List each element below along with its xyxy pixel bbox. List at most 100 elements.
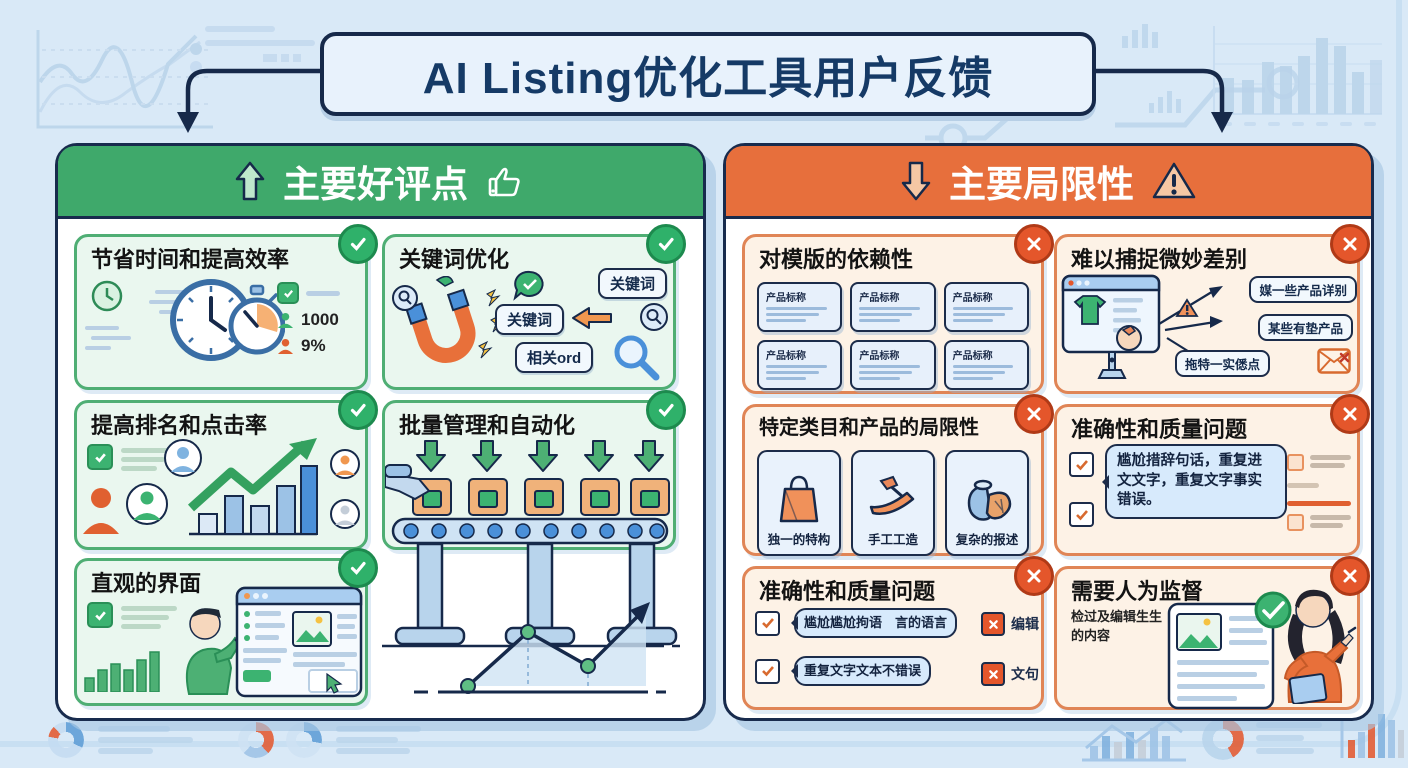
card-template-dependence: 对模版的依赖性 产品标称 产品标称 产品标称 产品标称 产品标称 产品标称	[742, 224, 1054, 394]
page-title-box: AI Listing优化工具用户反馈	[320, 32, 1096, 116]
card-title: 节省时间和提高效率	[91, 247, 290, 272]
background-frame	[0, 0, 1402, 747]
check-badge	[646, 390, 686, 430]
text-line	[306, 290, 340, 296]
arrow-up-icon	[235, 161, 265, 201]
x-badge	[1014, 556, 1054, 596]
deco-lines-bottom-right	[1256, 722, 1322, 754]
deco-donut-bottom-left-3	[286, 722, 322, 758]
card-title: 对模版的依赖性	[759, 247, 914, 272]
envelope-x-icon	[1317, 348, 1351, 375]
arrow-left-icon	[572, 307, 612, 330]
category-items: 独一的特构 手工工造 复杂的报述	[745, 442, 1041, 556]
issue-row: 尴尬尴尬拘语 言的语言	[755, 608, 958, 638]
x-badge	[1330, 556, 1370, 596]
pot-icon	[967, 479, 1012, 521]
person-pointing	[185, 608, 239, 696]
category-item-handmade: 手工工造	[851, 450, 935, 556]
card-title: 需要人为监督	[1071, 579, 1204, 604]
checkbox-icon	[755, 658, 780, 684]
deco-donut-bottom-left	[48, 722, 84, 758]
card-save-time: 节省时间和提高效率	[74, 224, 378, 390]
issue-bubble: 尴尬尴尬拘语 言的语言	[790, 608, 958, 638]
supervision-subtitle: 检过及编辑生生的内容	[1071, 609, 1163, 644]
template-card: 产品标称	[943, 340, 1029, 391]
card-title: 关键词优化	[399, 247, 510, 272]
card-intuitive-interface: 直观的界面	[74, 548, 378, 706]
magnifier-icon	[614, 335, 660, 381]
conveyor-illustration	[385, 440, 670, 545]
stat-percent: 9%	[301, 336, 326, 356]
avatar-blue-icon	[164, 439, 202, 478]
growth-bar-chart	[187, 438, 318, 536]
checkbox-icon	[1069, 452, 1094, 478]
green-bars-icon	[84, 651, 160, 693]
monitor-with-product	[1061, 275, 1161, 380]
related-word-tag: 相关ord	[515, 342, 594, 374]
card-category-limitations: 特定类目和产品的局限性 独一的特构 手工工造 复杂的报述	[742, 394, 1054, 556]
clock-stopwatch-illustration	[170, 279, 285, 362]
deco-donut-bottom-right	[1202, 718, 1244, 760]
positives-panel: 主要好评点 节省时间和提高效率	[55, 143, 706, 721]
check-lines-group	[87, 444, 173, 475]
card-subtle-differences: 难以捕捉微妙差别	[1054, 224, 1370, 394]
card-title: 批量管理和自动化	[399, 413, 576, 438]
check-square-icon	[87, 444, 113, 471]
checkbox-icon	[1069, 502, 1094, 528]
deco-lines-bottom-left-2	[336, 726, 421, 754]
issue-bubble: 尴尬措辞句话，重复进文文字，重复文字事实错误。	[1102, 444, 1287, 519]
search-circle-icon	[640, 303, 668, 332]
issue-bubble: 重复文字文本不错误	[790, 656, 932, 686]
stat-users: 1000	[301, 310, 339, 330]
page-title: AI Listing优化工具用户反馈	[422, 54, 994, 103]
x-badge	[1330, 394, 1370, 434]
x-square-icon	[981, 662, 1005, 687]
subtle-pill-3: 拖特一实僁点	[1175, 350, 1271, 378]
deco-lines-top-left	[205, 26, 315, 62]
deco-line-chart-top-left	[36, 30, 213, 129]
check-badge	[338, 224, 378, 264]
card-title: 提高排名和点击率	[91, 413, 268, 438]
issue-tag: 文句	[981, 662, 1039, 687]
check-square-icon	[277, 282, 299, 305]
template-grid: 产品标称 产品标称 产品标称 产品标称 产品标称 产品标称	[745, 274, 1041, 391]
trend-doodle	[414, 602, 666, 694]
side-avatars	[330, 449, 360, 530]
keyword-tag-top: 关键词	[597, 268, 667, 300]
check-square-icon	[87, 602, 113, 629]
card-ranking-ctr: 提高排名和点击率	[74, 390, 378, 550]
deco-donut-bottom-left-2	[238, 722, 274, 758]
card-accuracy-quality-1: 准确性和质量问题 尴尬措辞句话，重复进文文字，重复文字事实错误。	[1054, 394, 1370, 556]
template-card: 产品标称	[757, 282, 843, 333]
limitations-header: 主要局限性	[726, 146, 1371, 219]
deco-lines-bottom-left	[98, 726, 193, 754]
subtle-pill-2: 某些有垫产品	[1257, 314, 1353, 342]
card-title: 直观的界面	[91, 571, 202, 596]
user-icon-orange	[277, 338, 294, 354]
card-title: 准确性和质量问题	[759, 579, 936, 604]
warning-triangle-icon	[1152, 162, 1196, 199]
issue-tag: 编辑	[981, 612, 1039, 637]
limitations-panel: 主要局限性 对模版的依赖性 产品标称 产品标称 产品标称 产品标称 产品标称 产…	[723, 143, 1374, 721]
checkbox-icon	[755, 610, 780, 636]
template-card: 产品标称	[757, 340, 843, 391]
magnet-icon	[392, 276, 505, 364]
card-title: 特定类目和产品的局限性	[759, 417, 979, 439]
user-icon-green	[277, 312, 294, 328]
check-badge	[338, 390, 378, 430]
check-bubble-icon	[513, 271, 544, 302]
category-item-unique: 独一的特构	[757, 450, 841, 556]
deco-mini-bars-top-right	[1122, 24, 1158, 48]
card-batch-automation: 批量管理和自动化	[382, 390, 686, 550]
people-icons	[83, 483, 168, 535]
stats-column: 1000 9%	[277, 276, 355, 362]
x-badge	[1330, 224, 1370, 264]
deco-bars-line-bottom-right	[1082, 718, 1186, 762]
x-square-icon	[981, 612, 1005, 637]
category-item-complex: 复杂的报述	[945, 450, 1029, 556]
limitations-header-label: 主要局限性	[949, 164, 1134, 205]
arrow-down-icon	[901, 161, 931, 201]
check-circle-icon	[1254, 591, 1292, 629]
template-card: 产品标称	[943, 282, 1029, 333]
